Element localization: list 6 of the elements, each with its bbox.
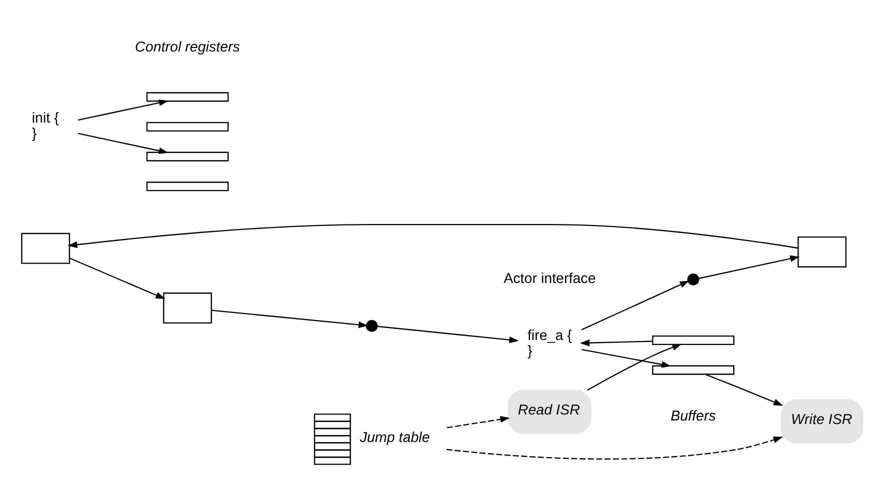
label: Buffers — [670, 408, 716, 424]
node-text: fire_a { } — [527, 328, 572, 360]
node-text: init { } — [32, 110, 59, 142]
node-label: Jump table — [360, 430, 430, 446]
label: Actor interface — [504, 271, 596, 288]
label: Control registers — [135, 40, 240, 56]
